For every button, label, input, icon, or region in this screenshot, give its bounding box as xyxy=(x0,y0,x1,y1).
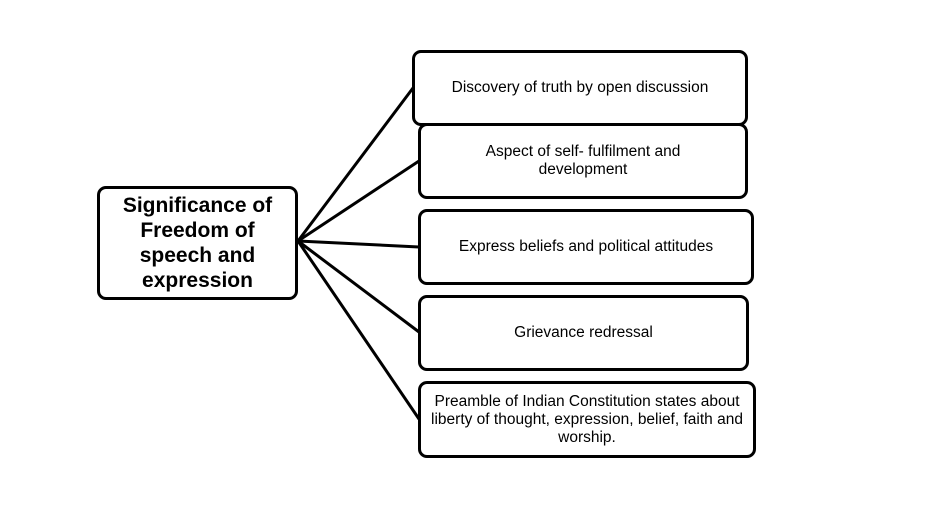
connector-line-3 xyxy=(296,239,421,249)
connector-line-2 xyxy=(296,159,421,243)
branch-node-label: Discovery of truth by open discussion xyxy=(451,79,709,96)
branch-node-label: Aspect of self- fulfilment and developme… xyxy=(485,143,681,178)
connector-line-5 xyxy=(296,239,421,421)
branch-node-1: Discovery of truth by open discussion xyxy=(412,50,748,126)
central-node-label: Significance of Freedom of speech and ex… xyxy=(122,194,273,292)
branch-node-label: Preamble of Indian Constitution states a… xyxy=(431,392,743,446)
connector-line-4 xyxy=(296,239,421,334)
branch-node-4: Grievance redressal xyxy=(418,295,749,371)
connector-line-1 xyxy=(296,86,415,243)
branch-node-2: Aspect of self- fulfilment and developme… xyxy=(418,123,748,199)
branch-node-5: Preamble of Indian Constitution states a… xyxy=(418,381,756,458)
branch-node-label: Express beliefs and political attitudes xyxy=(458,238,714,255)
central-node: Significance of Freedom of speech and ex… xyxy=(97,186,298,300)
branch-node-label: Grievance redressal xyxy=(514,324,653,341)
branch-node-3: Express beliefs and political attitudes xyxy=(418,209,754,285)
